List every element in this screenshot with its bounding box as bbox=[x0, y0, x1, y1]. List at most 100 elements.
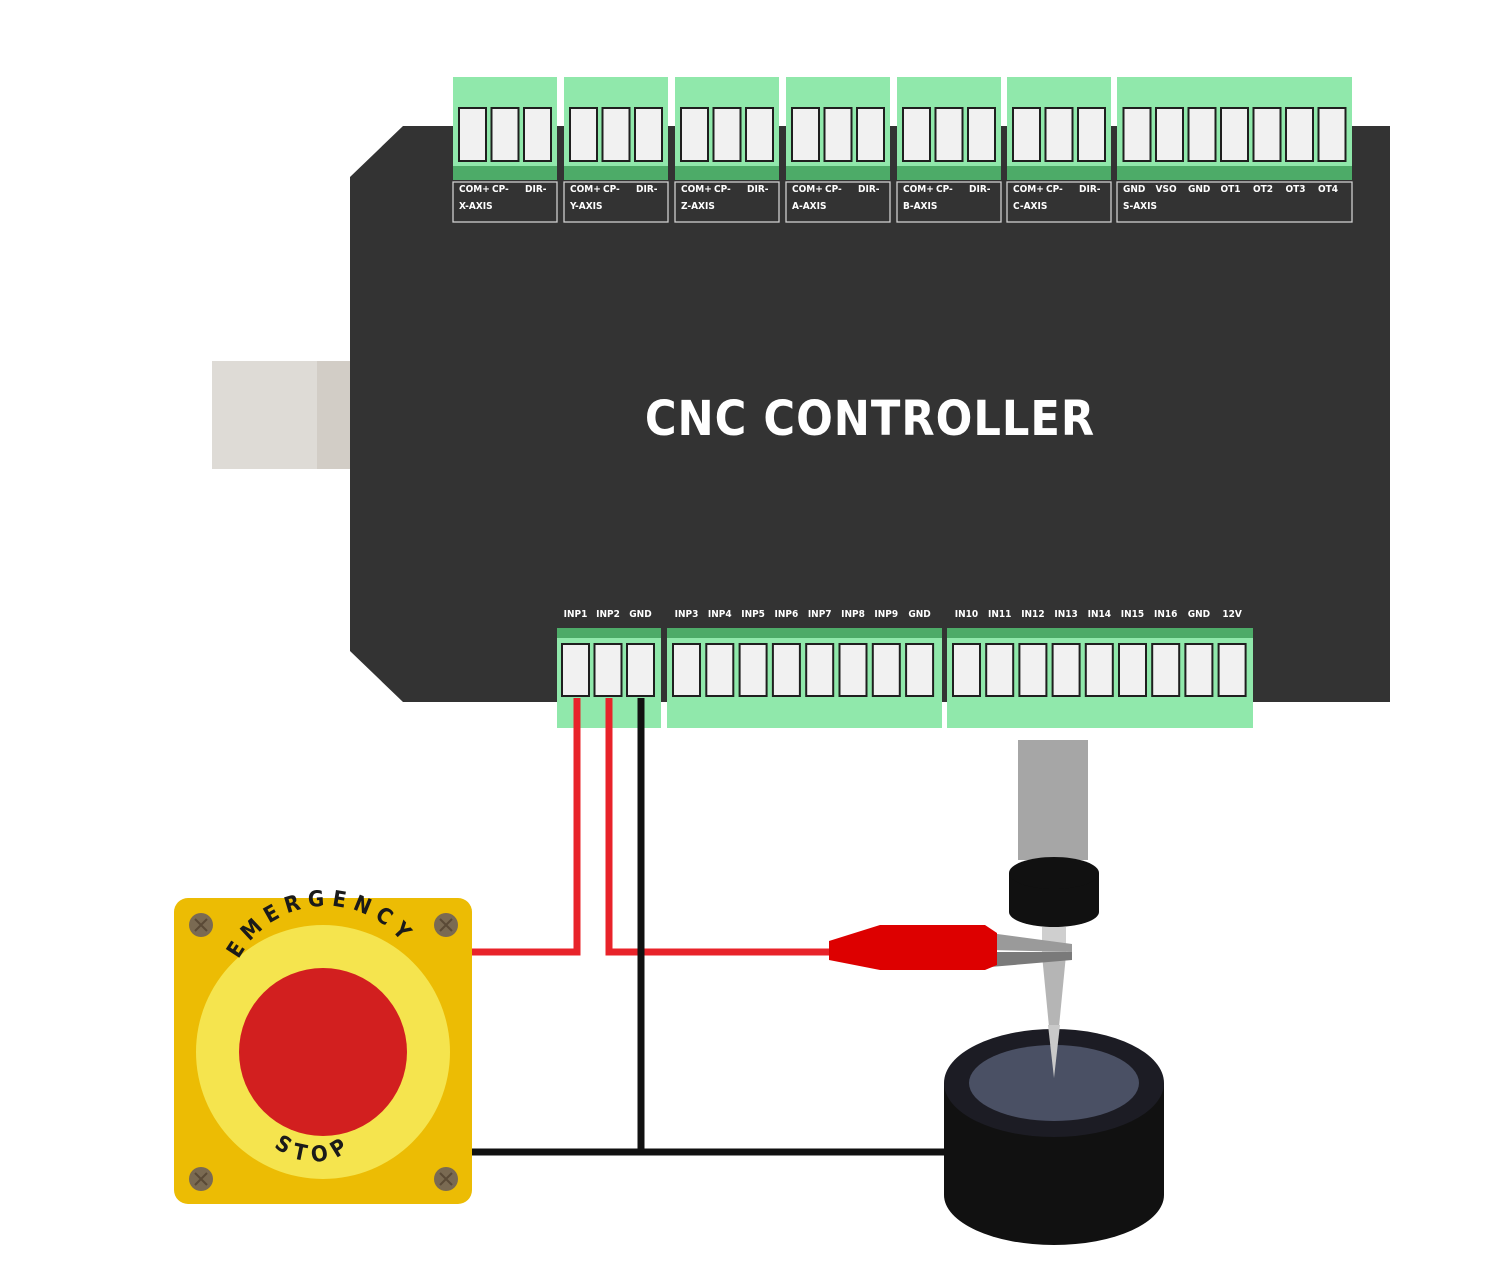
terminal-screw-slot[interactable] bbox=[561, 643, 590, 697]
terminal-screw-slot[interactable] bbox=[985, 643, 1015, 697]
terminal-screw-slot[interactable] bbox=[1118, 643, 1147, 697]
controller-board bbox=[350, 126, 1390, 702]
terminal-screw-slot[interactable] bbox=[490, 107, 520, 162]
pin-label: OT2 bbox=[1253, 184, 1273, 195]
pin-label: GND bbox=[1188, 609, 1210, 620]
terminal-screw-slot[interactable] bbox=[1285, 107, 1314, 162]
axis-label: Y-AXIS bbox=[569, 201, 603, 212]
terminal-base bbox=[453, 166, 557, 180]
terminal-screw-slot[interactable] bbox=[1077, 107, 1106, 162]
terminal-screw-slot[interactable] bbox=[1084, 643, 1114, 697]
terminal-screw-slot[interactable] bbox=[523, 107, 552, 162]
top-terminal-block: COM+CP-DIR-X-AXIS bbox=[452, 77, 558, 223]
axis-label: Z-AXIS bbox=[681, 201, 715, 212]
terminal-screw-slot[interactable] bbox=[934, 107, 964, 162]
terminal-screw-slot[interactable] bbox=[745, 107, 774, 162]
terminal-base bbox=[947, 628, 1253, 638]
terminal-screw-slot[interactable] bbox=[712, 107, 742, 162]
pin-label: 12V bbox=[1222, 609, 1242, 620]
terminal-screw-slot[interactable] bbox=[771, 643, 801, 697]
terminal-screw-slot[interactable] bbox=[1252, 107, 1282, 162]
terminal-screw-slot[interactable] bbox=[1184, 643, 1214, 697]
pin-label: IN13 bbox=[1054, 609, 1077, 620]
pin-label: COM+ bbox=[459, 184, 490, 195]
terminal-screw-slot[interactable] bbox=[967, 107, 996, 162]
touch-plate bbox=[944, 1025, 1164, 1245]
terminal-screw-slot[interactable] bbox=[905, 643, 935, 697]
pin-label: IN14 bbox=[1088, 609, 1111, 620]
terminal-screw-slot[interactable] bbox=[856, 107, 885, 162]
terminal-screw-slot[interactable] bbox=[569, 107, 598, 162]
terminal-screw-slot[interactable] bbox=[593, 643, 623, 697]
terminal-screw-slot[interactable] bbox=[1187, 107, 1217, 162]
terminal-screw-slot[interactable] bbox=[626, 643, 655, 697]
pin-label: GND bbox=[908, 609, 930, 620]
terminal-screw-slot[interactable] bbox=[823, 107, 853, 162]
terminal-screw-slot[interactable] bbox=[1122, 107, 1152, 162]
terminal-screw-slot[interactable] bbox=[680, 107, 709, 162]
terminal-screw-slot[interactable] bbox=[672, 643, 701, 697]
terminal-screw-slot[interactable] bbox=[952, 643, 981, 697]
pin-label: INP4 bbox=[708, 609, 732, 620]
terminal-screw-slot[interactable] bbox=[1151, 643, 1181, 697]
terminal-screw-slot[interactable] bbox=[1044, 107, 1074, 162]
axis-label: C-AXIS bbox=[1013, 201, 1047, 212]
terminal-base bbox=[557, 628, 661, 638]
pin-label: CP- bbox=[936, 184, 953, 195]
pin-label: INP2 bbox=[596, 609, 620, 620]
terminal-base bbox=[667, 628, 942, 638]
pin-label: OT1 bbox=[1221, 184, 1241, 195]
pin-label: IN12 bbox=[1021, 609, 1044, 620]
pin-label: IN15 bbox=[1121, 609, 1144, 620]
pin-label: GND bbox=[1123, 184, 1145, 195]
terminal-screw-slot[interactable] bbox=[1317, 107, 1347, 162]
terminal-screw-slot[interactable] bbox=[705, 643, 735, 697]
pin-label: IN16 bbox=[1154, 609, 1177, 620]
terminal-screw-slot[interactable] bbox=[1051, 643, 1081, 697]
clip-body bbox=[829, 925, 997, 970]
top-terminal-block: COM+CP-DIR-C-AXIS bbox=[1006, 77, 1112, 223]
terminal-screw-slot[interactable] bbox=[1018, 643, 1048, 697]
pin-label: INP5 bbox=[741, 609, 765, 620]
pin-label: INP6 bbox=[775, 609, 799, 620]
terminal-screw-slot[interactable] bbox=[458, 107, 487, 162]
terminal-base bbox=[1007, 166, 1111, 180]
spindle-tool bbox=[1009, 740, 1099, 1078]
terminal-screw-slot[interactable] bbox=[805, 643, 835, 697]
terminal-label-box bbox=[785, 181, 891, 223]
terminal-base bbox=[786, 166, 890, 180]
pin-label: COM+ bbox=[1013, 184, 1044, 195]
axis-label: X-AXIS bbox=[459, 201, 493, 212]
pin-label: INP9 bbox=[874, 609, 898, 620]
terminal-label-box bbox=[563, 181, 669, 223]
terminal-screw-slot[interactable] bbox=[1217, 643, 1247, 697]
emergency-stop-switch: EMERGENCY STOP bbox=[174, 886, 472, 1204]
pin-label: DIR- bbox=[747, 184, 769, 195]
terminal-screw-slot[interactable] bbox=[902, 107, 931, 162]
terminal-screw-slot[interactable] bbox=[791, 107, 820, 162]
terminal-screw-slot[interactable] bbox=[1012, 107, 1041, 162]
top-terminal-block: COM+CP-DIR-B-AXIS bbox=[896, 77, 1002, 223]
alligator-clip bbox=[829, 925, 1072, 970]
red-wire-inp2 bbox=[605, 698, 835, 956]
spindle-shaft bbox=[1018, 740, 1088, 860]
pin-label: VSO bbox=[1156, 184, 1177, 195]
terminal-screw-slot[interactable] bbox=[871, 643, 901, 697]
terminal-screw-slot[interactable] bbox=[1155, 107, 1184, 162]
pin-label: DIR- bbox=[969, 184, 991, 195]
terminal-screw-slot[interactable] bbox=[1220, 107, 1249, 162]
pin-label: CP- bbox=[603, 184, 620, 195]
terminal-base bbox=[1117, 166, 1352, 180]
pin-label: DIR- bbox=[525, 184, 547, 195]
terminal-screw-slot[interactable] bbox=[601, 107, 631, 162]
estop-button bbox=[239, 968, 407, 1136]
pin-label: IN10 bbox=[955, 609, 978, 620]
pin-label: CP- bbox=[1046, 184, 1063, 195]
terminal-base bbox=[564, 166, 668, 180]
terminal-screw-slot[interactable] bbox=[738, 643, 768, 697]
terminal-screw-slot[interactable] bbox=[838, 643, 868, 697]
terminal-screw-slot[interactable] bbox=[634, 107, 663, 162]
